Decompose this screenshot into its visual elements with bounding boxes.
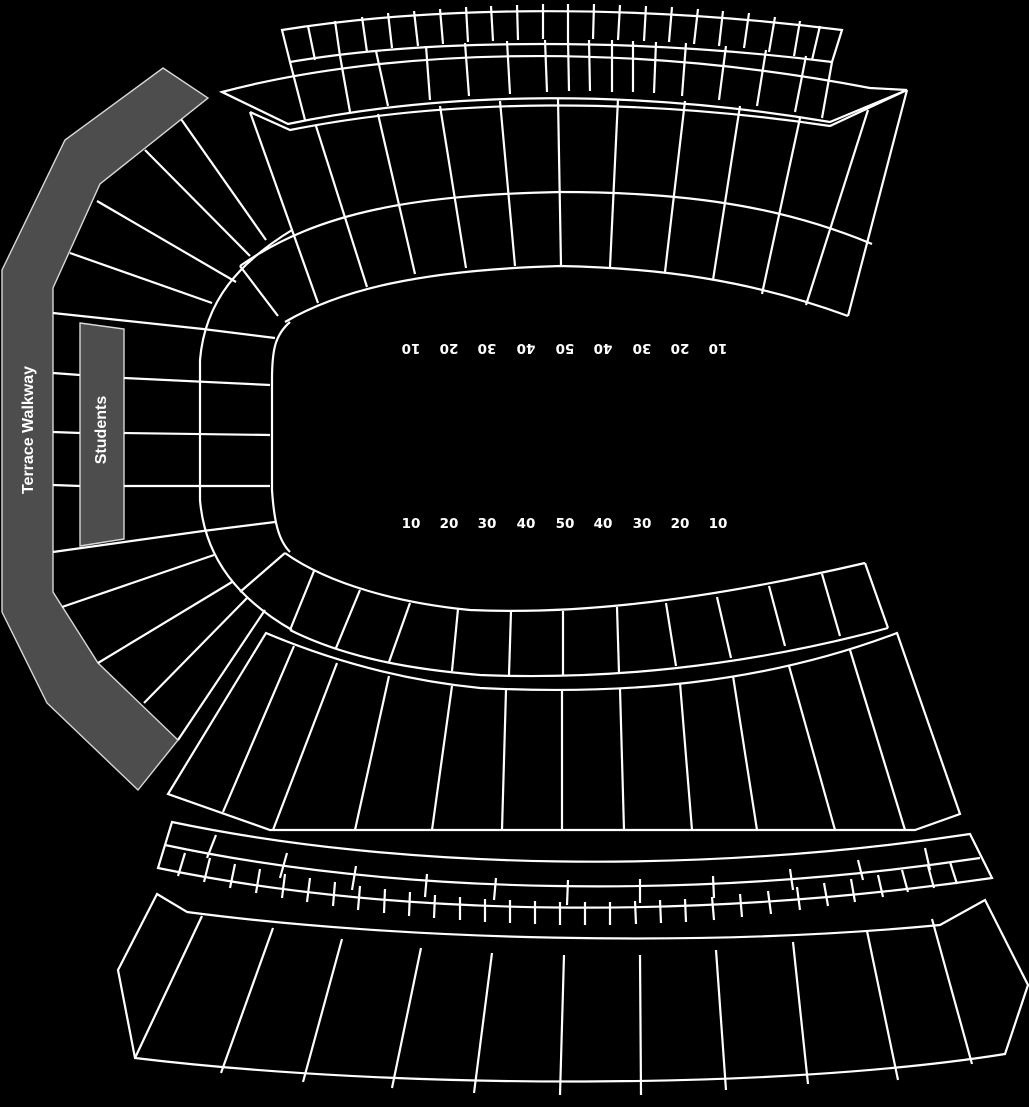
north-lower-bowl[interactable] xyxy=(239,89,909,323)
yard-number: 20 xyxy=(671,340,690,356)
students-zone[interactable]: Students xyxy=(79,322,125,547)
yard-number: 30 xyxy=(478,516,497,532)
yard-number: 20 xyxy=(440,516,459,532)
north-upper-deck[interactable] xyxy=(218,3,908,126)
south-lower-main[interactable] xyxy=(166,631,962,832)
students-label: Students xyxy=(93,396,110,465)
yard-number: 10 xyxy=(709,516,728,532)
yard-number: 10 xyxy=(709,340,728,356)
yard-number: 30 xyxy=(633,340,652,356)
yard-numbers-top: 10 20 30 40 50 40 30 20 10 xyxy=(402,340,728,356)
field: 10 20 30 40 50 40 30 20 10 10 20 30 40 5… xyxy=(402,340,728,532)
south-upper-deck[interactable] xyxy=(116,892,1029,1096)
yard-number: 40 xyxy=(517,340,536,356)
yard-number: 30 xyxy=(633,516,652,532)
yard-number: 50 xyxy=(556,516,575,532)
south-upper-boxes[interactable] xyxy=(156,820,994,925)
yard-number: 40 xyxy=(517,516,536,532)
yard-number: 20 xyxy=(440,340,459,356)
yard-number: 30 xyxy=(478,340,497,356)
yard-number: 20 xyxy=(671,516,690,532)
yard-number: 10 xyxy=(402,340,421,356)
yard-number: 40 xyxy=(594,340,613,356)
yard-number: 40 xyxy=(594,516,613,532)
yard-number: 10 xyxy=(402,516,421,532)
south-lower-inner-row[interactable] xyxy=(284,552,890,678)
west-end-sections[interactable] xyxy=(52,118,293,741)
yard-numbers-bottom: 10 20 30 40 50 40 30 20 10 xyxy=(402,516,728,532)
terrace-walkway-label: Terrace Walkway xyxy=(20,366,37,494)
yard-number: 50 xyxy=(556,340,575,356)
